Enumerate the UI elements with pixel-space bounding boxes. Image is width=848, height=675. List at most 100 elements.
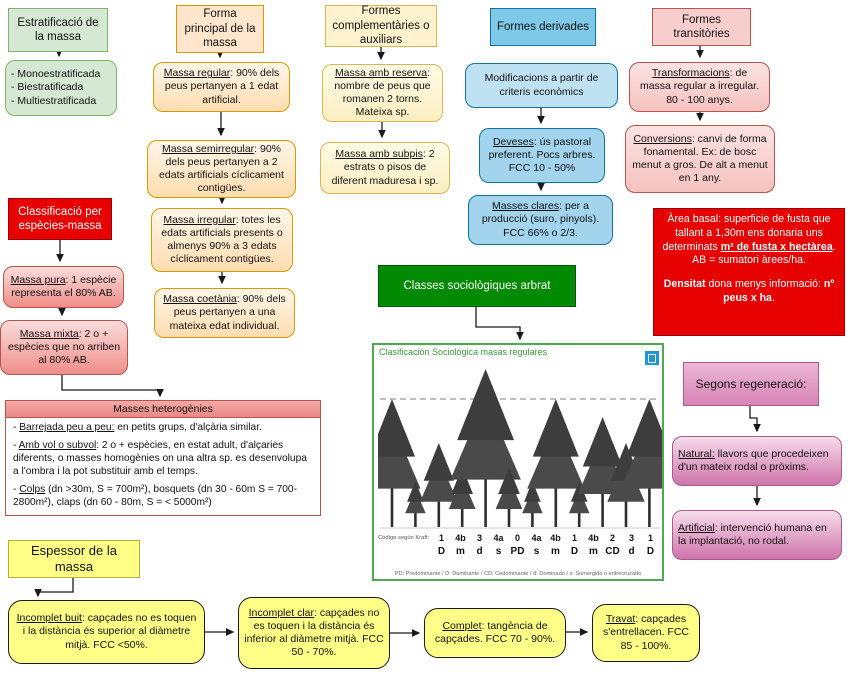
node-label: Massa irregular: totes les edats artific… xyxy=(161,213,283,266)
kraft-class: D xyxy=(570,546,579,557)
tree xyxy=(495,467,523,527)
densitat-text: Densitat dona menys informació: nº peus … xyxy=(663,278,835,304)
node-massa-semiirregular: Massa semirregular: 90% dels peus pertan… xyxy=(147,140,296,198)
node-especies-header: Classificació per espècies-massa xyxy=(8,198,112,240)
node-conversions: Conversions: canvi de forma fonamental. … xyxy=(625,125,775,193)
area-basal-text: Àrea basal: superficie de fusta que tall… xyxy=(662,213,836,267)
kraft-code: 1 xyxy=(571,533,577,543)
node-label: Classificació per espècies-massa xyxy=(18,205,102,232)
node-label: Massa semirregular: 90% dels peus pertan… xyxy=(159,142,284,195)
node-label: Masses clares: per a producció (suro, pi… xyxy=(481,200,600,239)
kraft-code: 4b xyxy=(588,533,599,543)
node-massa-irregular: Massa irregular: totes les edats artific… xyxy=(151,208,293,272)
node-transformacions: Transformacions: de massa regular a irre… xyxy=(629,62,770,112)
node-label: Natural: llavors que procedeixen d'un ma… xyxy=(678,447,829,473)
node-massa-regular: Massa regular: 90% dels peus pertanyen a… xyxy=(153,62,290,112)
kraft-class: m xyxy=(456,546,465,557)
node-label: Incomplet clar: capçades no es toquen i … xyxy=(244,606,384,659)
node-label: Travat: capçades s'entrellacen. FCC 85 -… xyxy=(602,613,690,652)
node-label: Massa coetània: 90% dels peus pertanyen … xyxy=(163,293,286,332)
node-massa-coetania: Massa coetània: 90% dels peus pertanyen … xyxy=(154,288,295,338)
kraft-code: 2 xyxy=(609,533,615,543)
node-incomplet-buit: Incomplet buit: capçades no es toquen i … xyxy=(8,600,205,664)
het-item: - Amb vol o subvol: 2 o + espècies, en e… xyxy=(13,440,307,478)
kraft-class: s xyxy=(495,546,502,557)
node-massa-amb-subpis: Massa amb subpis: 2 estrats o pisos de d… xyxy=(320,142,450,194)
tree xyxy=(448,467,476,527)
node-label: Formes transitòries xyxy=(673,13,730,40)
node-travat: Travat: capçades s'entrellacen. FCC 85 -… xyxy=(592,604,700,662)
expand-icon-glyph xyxy=(648,353,656,363)
node-label: Espessor de la massa xyxy=(31,542,117,574)
kraft-code: 4b xyxy=(455,533,466,543)
kraft-class: m xyxy=(589,546,598,557)
node-masses-heterogenies-title: Masses heterogènies xyxy=(6,401,320,418)
kraft-code: 4a xyxy=(531,533,542,543)
node-label: Massa regular: 90% dels peus pertanyen a… xyxy=(163,67,280,106)
node-label: Complet: tangència de capçades. FCC 70 -… xyxy=(434,619,556,645)
het-item: - Barrejada peu a peu: en petits grups, … xyxy=(13,422,262,433)
node-label: Conversions: canvi de forma fonamental. … xyxy=(632,132,768,185)
node-deveses: Deveses: ús pastoral preferent. Pocs arb… xyxy=(479,128,605,183)
node-label: Massa mixta: 2 o + espècies que no arrib… xyxy=(7,327,121,367)
expand-icon[interactable] xyxy=(645,351,659,365)
kraft-code: 1 xyxy=(438,533,444,543)
tree xyxy=(420,443,458,527)
kraft-class: CD xyxy=(605,546,620,557)
node-label: Classes sociològiques arbrat xyxy=(403,279,551,292)
tree xyxy=(363,399,421,527)
node-complet: Complet: tangència de capçades. FCC 70 -… xyxy=(424,608,566,658)
kraft-code: 3 xyxy=(628,533,634,543)
kraft-class: d xyxy=(628,546,635,557)
node-complementaries-header: Formes complementàries o auxiliars xyxy=(325,5,437,47)
node-classes-sociologiques: Classes sociològiques arbrat xyxy=(378,265,576,307)
node-masses-clares: Masses clares: per a producció (suro, pi… xyxy=(468,195,613,245)
node-label: Transformacions: de massa regular a irre… xyxy=(639,67,760,106)
illustration-title: Clasificación Sociológica masas regulare… xyxy=(379,347,548,357)
kraft-code: 4b xyxy=(550,533,561,543)
node-regeneracio-header: Segons regeneració: xyxy=(683,362,819,406)
node-label: Incomplet buit: capçades no es toquen i … xyxy=(16,612,197,651)
tree xyxy=(522,481,543,527)
node-massa-amb-reserva: Massa amb reserva: nombre de peus que ro… xyxy=(322,64,443,122)
kraft-class: D xyxy=(646,546,655,557)
kraft-class: d xyxy=(476,546,483,557)
node-label: Artificial: intervenció humana en la imp… xyxy=(678,521,827,547)
trees-illustration xyxy=(363,361,678,531)
node-estratificacio-header: Estratificació de la massa xyxy=(8,8,108,52)
node-masses-heterogenies: Masses heterogènies - Barrejada peu a pe… xyxy=(5,400,321,516)
node-masses-heterogenies-body: - Barrejada peu a peu: en petits grups, … xyxy=(6,418,320,517)
node-massa-pura: Massa pura: 1 espècie representa el 80% … xyxy=(3,266,124,308)
kraft-class: s xyxy=(533,546,540,557)
tree xyxy=(450,369,521,527)
kraft-code: 3 xyxy=(476,533,482,543)
kraft-class: PD xyxy=(510,546,525,557)
kraft-illustration-frame: Clasificación Sociológica masas regulare… xyxy=(363,343,678,581)
node-regeneracio-natural: Natural: llavors que procedeixen d'un ma… xyxy=(672,436,842,486)
node-label: Estratificació de la massa xyxy=(17,16,99,43)
kraft-code: 1 xyxy=(647,533,653,543)
node-modificacions: Modificacions a partir de criteris econò… xyxy=(465,63,618,108)
node-regeneracio-artificial: Artificial: intervenció humana en la imp… xyxy=(672,510,842,560)
node-label: Deveses: ús pastoral preferent. Pocs arb… xyxy=(488,135,596,175)
node-forma-principal-header: Forma principal de la massa xyxy=(176,5,264,53)
node-label: Massa amb reserva: nombre de peus que ro… xyxy=(334,66,431,119)
node-label: Forma principal de la massa xyxy=(184,8,256,50)
tree xyxy=(527,399,585,527)
node-label: Massa pura: 1 espècie representa el 80% … xyxy=(10,273,117,299)
node-label: Formes complementàries o auxiliars xyxy=(332,5,430,47)
node-label: Segons regeneració: xyxy=(695,376,807,391)
node-label: Modificacions a partir de criteris econò… xyxy=(484,72,599,98)
node-massa-mixta: Massa mixta: 2 o + espècies que no arrib… xyxy=(0,320,128,375)
node-label: - Monoestratificada- Biestratificada- Mu… xyxy=(11,68,101,107)
kraft-class: m xyxy=(551,546,560,557)
kraft-label: Código según Kraft: xyxy=(378,535,430,541)
node-transitories-header: Formes transitòries xyxy=(652,8,751,46)
kraft-class: D xyxy=(437,546,446,557)
node-area-basal-note: Àrea basal: superficie de fusta que tall… xyxy=(653,208,845,336)
kraft-code: 0 xyxy=(514,533,520,543)
node-label: Massa amb subpis: 2 estrats o pisos de d… xyxy=(331,148,439,187)
